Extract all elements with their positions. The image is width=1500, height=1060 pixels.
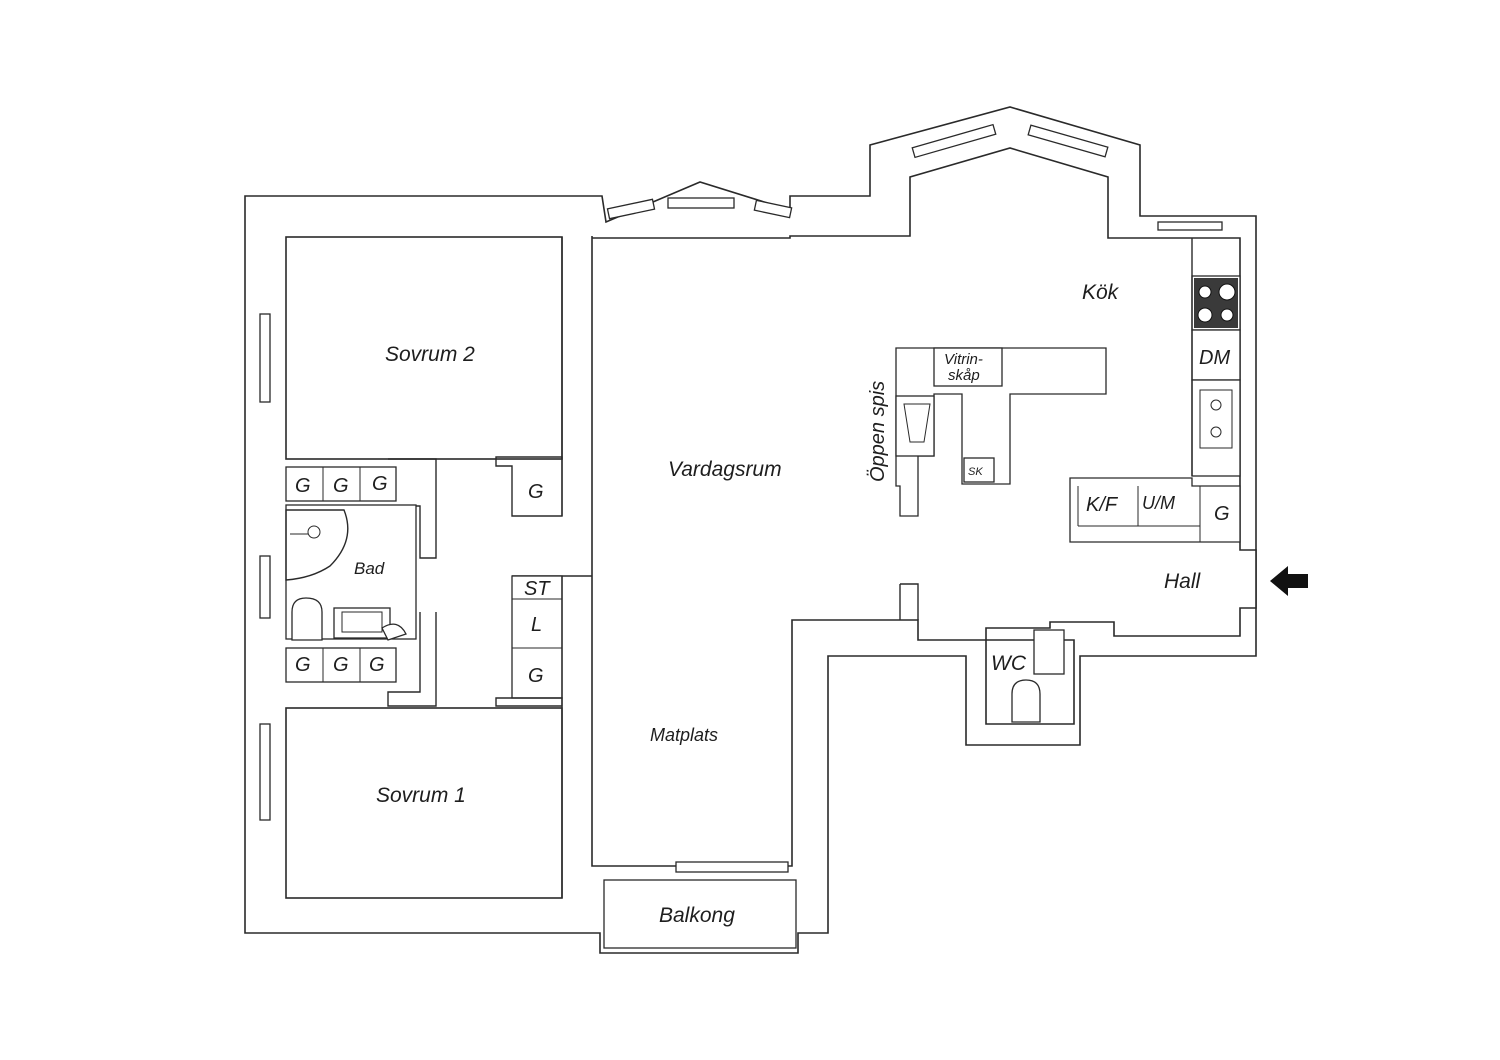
sink-icon (333, 607, 391, 639)
label-vitrin: Vitrin- (944, 351, 983, 368)
window-bay-1 (606, 198, 656, 220)
label-g-closet-5: G (333, 654, 349, 676)
label-dm: DM (1199, 347, 1230, 369)
window-left-2 (259, 555, 271, 619)
balcony (603, 879, 797, 949)
arrow-left-icon (1270, 566, 1308, 596)
label-l: L (531, 614, 542, 636)
window-kitchen (1157, 221, 1223, 231)
label-sk: SK (968, 466, 983, 478)
toilet-icon (291, 597, 323, 641)
bathroom-wall-bottom (387, 612, 437, 707)
label-bad: Bad (354, 559, 385, 578)
kitchen-sink-counter (1191, 379, 1241, 477)
label-oppen-spis: Öppen spis (867, 381, 889, 482)
label-skap: skåp (948, 367, 980, 384)
closet-row-top (285, 466, 397, 502)
label-g-closet-6: G (369, 654, 385, 676)
label-g-kitchen: G (1214, 503, 1230, 525)
label-um: U/M (1142, 493, 1175, 513)
label-wc: WC (991, 652, 1027, 675)
label-g-closet-4: G (295, 654, 311, 676)
shower (285, 509, 349, 581)
window-bay-2 (667, 197, 735, 209)
label-sovrum1: Sovrum 1 (376, 784, 466, 807)
window-left-1 (259, 313, 271, 403)
window-left-3 (259, 723, 271, 821)
wc-sink-icon (1033, 629, 1065, 675)
sk-cabinet (963, 457, 995, 483)
sovrum2-room (285, 236, 563, 460)
display-cabinet (933, 347, 1003, 387)
window-bay-3 (753, 199, 793, 219)
window-bay-4 (911, 123, 997, 159)
fireplace-block (895, 347, 1107, 517)
label-g-closet-3: G (372, 473, 388, 495)
window-bay-5 (1027, 124, 1109, 158)
dishwasher (1191, 329, 1241, 381)
living-interior (591, 147, 1257, 867)
wc-toilet-icon (1011, 679, 1041, 723)
label-g-closet-1: G (295, 475, 311, 497)
label-g-hall: G (528, 481, 544, 503)
label-hall: Hall (1164, 570, 1202, 593)
sink-icon-kitchen (1199, 389, 1233, 449)
label-sovrum2: Sovrum 2 (385, 343, 475, 366)
label-kf: K/F (1086, 494, 1119, 516)
label-matplats: Matplats (650, 725, 718, 745)
label-balkong: Balkong (659, 904, 735, 927)
label-st: ST (524, 578, 551, 600)
fireplace-icon (895, 395, 935, 457)
closet-row-bottom (285, 647, 397, 683)
window-balcony (675, 861, 789, 873)
sovrum1-room (285, 707, 563, 899)
label-g-storage: G (528, 665, 544, 687)
bathroom-wall-top (388, 458, 437, 559)
label-kok: Kök (1082, 281, 1120, 304)
label-vardagsrum: Vardagsrum (668, 458, 782, 481)
label-g-closet-2: G (333, 475, 349, 497)
